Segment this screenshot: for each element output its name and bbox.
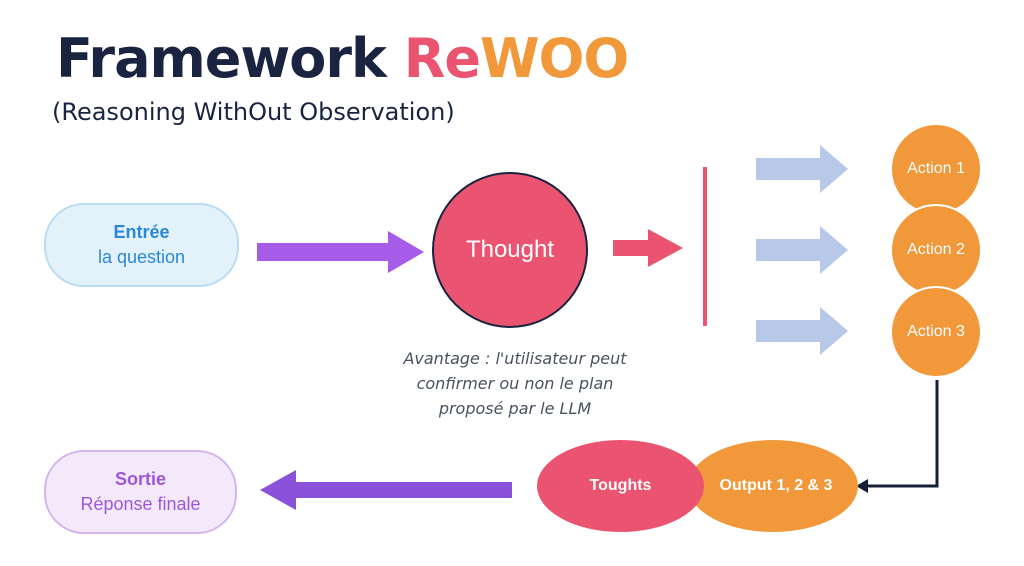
thought-node: Thought — [432, 172, 588, 328]
input-node-title: Entrée — [113, 222, 170, 242]
action-3-node: Action 3 — [890, 286, 982, 378]
title-re: Re — [403, 27, 481, 90]
action-1-label: Action 1 — [907, 160, 965, 177]
arrow-output-to-final — [260, 470, 512, 510]
action-2-node: Action 2 — [890, 204, 982, 296]
thought-node-label: Thought — [465, 236, 555, 263]
toughts-node-label: Toughts — [589, 477, 652, 494]
final-output-text: Réponse finale — [80, 494, 201, 514]
advantage-note-line-2: confirmer ou non le plan — [416, 374, 614, 393]
action-3-label: Action 3 — [907, 323, 965, 340]
advantage-note: Avantage : l'utilisateur peut confirmer … — [380, 346, 650, 421]
arrow-thought-to-plan — [613, 229, 683, 267]
output-node-label: Output 1, 2 & 3 — [719, 477, 833, 494]
output-node: Output 1, 2 & 3 — [688, 440, 858, 532]
connector-action3-to-output — [866, 380, 939, 488]
final-output-node: Sortie Réponse finale — [44, 450, 237, 534]
arrow-to-action-3 — [756, 307, 848, 355]
advantage-note-line-3: proposé par le LLM — [438, 399, 592, 418]
page-subtitle: (Reasoning WithOut Observation) — [52, 98, 455, 126]
arrow-to-action-2 — [756, 226, 848, 274]
connector-arrowhead — [856, 479, 868, 493]
input-node-text: la question — [97, 247, 186, 267]
final-output-title: Sortie — [114, 469, 166, 489]
arrow-to-action-1 — [756, 145, 848, 193]
action-2-label: Action 2 — [907, 241, 965, 258]
arrow-input-to-thought — [257, 231, 424, 273]
toughts-node: Toughts — [537, 440, 704, 532]
plan-divider-line — [703, 167, 707, 326]
page-title: Framework ReWOO — [56, 24, 629, 94]
input-node: Entrée la question — [44, 203, 239, 287]
title-framework: Framework — [56, 27, 404, 90]
action-1-node: Action 1 — [890, 123, 982, 215]
advantage-note-line-1: Avantage : l'utilisateur peut — [403, 349, 627, 368]
title-woo: WOO — [479, 27, 629, 90]
